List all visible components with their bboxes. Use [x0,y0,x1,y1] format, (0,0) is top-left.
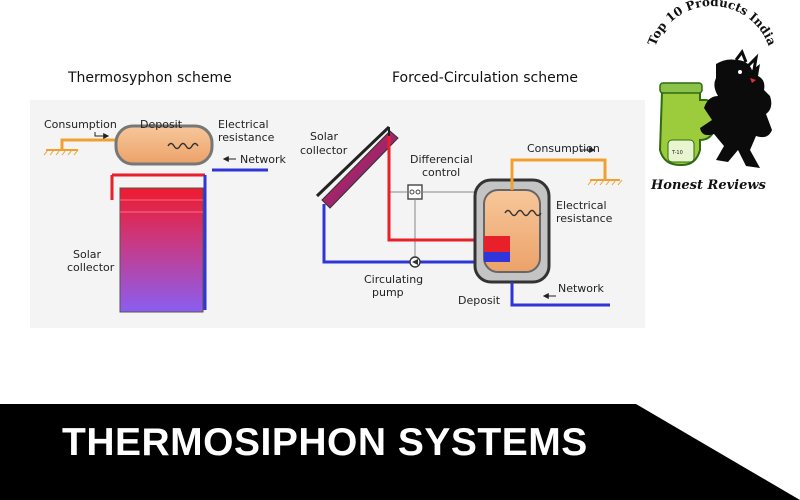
forced-solar-label-2: collector [300,144,348,157]
logo-arc-text: Top 10 Products India [645,0,779,48]
forced-solar-label-1: Solar [310,130,339,143]
pump-arrow-icon [412,259,418,265]
cold-pipe [322,204,505,264]
brand-logo: Top 10 Products India T-10 Honest Review… [645,0,779,193]
diff-label-1: Differencial [410,153,473,166]
consumption-arrow [94,132,110,139]
solar-label-1: Solar [73,248,102,261]
logo-lion [700,59,772,168]
network-pipe [510,282,610,307]
forced-network-label: Network [558,282,605,295]
banner-title: THERMOSIPHON SYSTEMS [62,421,588,464]
forced-electrical-label: Electrical [556,199,607,212]
control-dial [409,189,415,195]
hot-pipe [387,136,505,242]
control-dial [415,189,421,195]
circ-label-1: Circulating [364,273,423,286]
circ-label-2: pump [372,286,404,299]
logo-cup-lid [659,82,703,94]
network-label: Network [240,153,287,166]
forced-deposit-label: Deposit [458,294,501,307]
logo-cup-label: T-10 [671,150,683,156]
consumption-pipe [60,138,117,150]
forced-circulation-scheme: Forced-Circulation scheme Solar collecto… [300,70,623,307]
resistance-label: resistance [218,131,275,144]
solar-label-2: collector [67,261,115,274]
collector-frame [315,125,391,198]
forced-consumption-label: Consumption [527,142,600,155]
solar-collector-panel [119,187,204,313]
logo-lion-mane [734,48,759,71]
resistance-coil [504,209,542,217]
deposit-label: Deposit [140,118,183,131]
resistance-coil [167,142,199,150]
consumption-pipe [510,158,607,190]
diff-label-2: control [422,166,460,179]
consumption-label: Consumption [44,118,117,131]
thermosyphon-scheme: Thermosyphon scheme Consumption Deposit … [43,70,287,313]
forced-resistance-label: resistance [556,212,613,225]
electrical-label: Electrical [218,118,269,131]
logo-lion-eye [738,70,742,74]
heat-exchanger-cold [484,252,510,262]
thermosyphon-title: Thermosyphon scheme [67,70,232,86]
ground-hatch [43,149,79,156]
deposit-tank [114,124,214,166]
logo-lion-tongue [750,78,756,83]
logo-tagline: Honest Reviews [650,178,767,193]
forced-title: Forced-Circulation scheme [392,70,578,86]
ground-hatch [587,179,623,186]
logo-cup-badge [667,139,695,163]
solar-collector-panel [321,130,399,209]
